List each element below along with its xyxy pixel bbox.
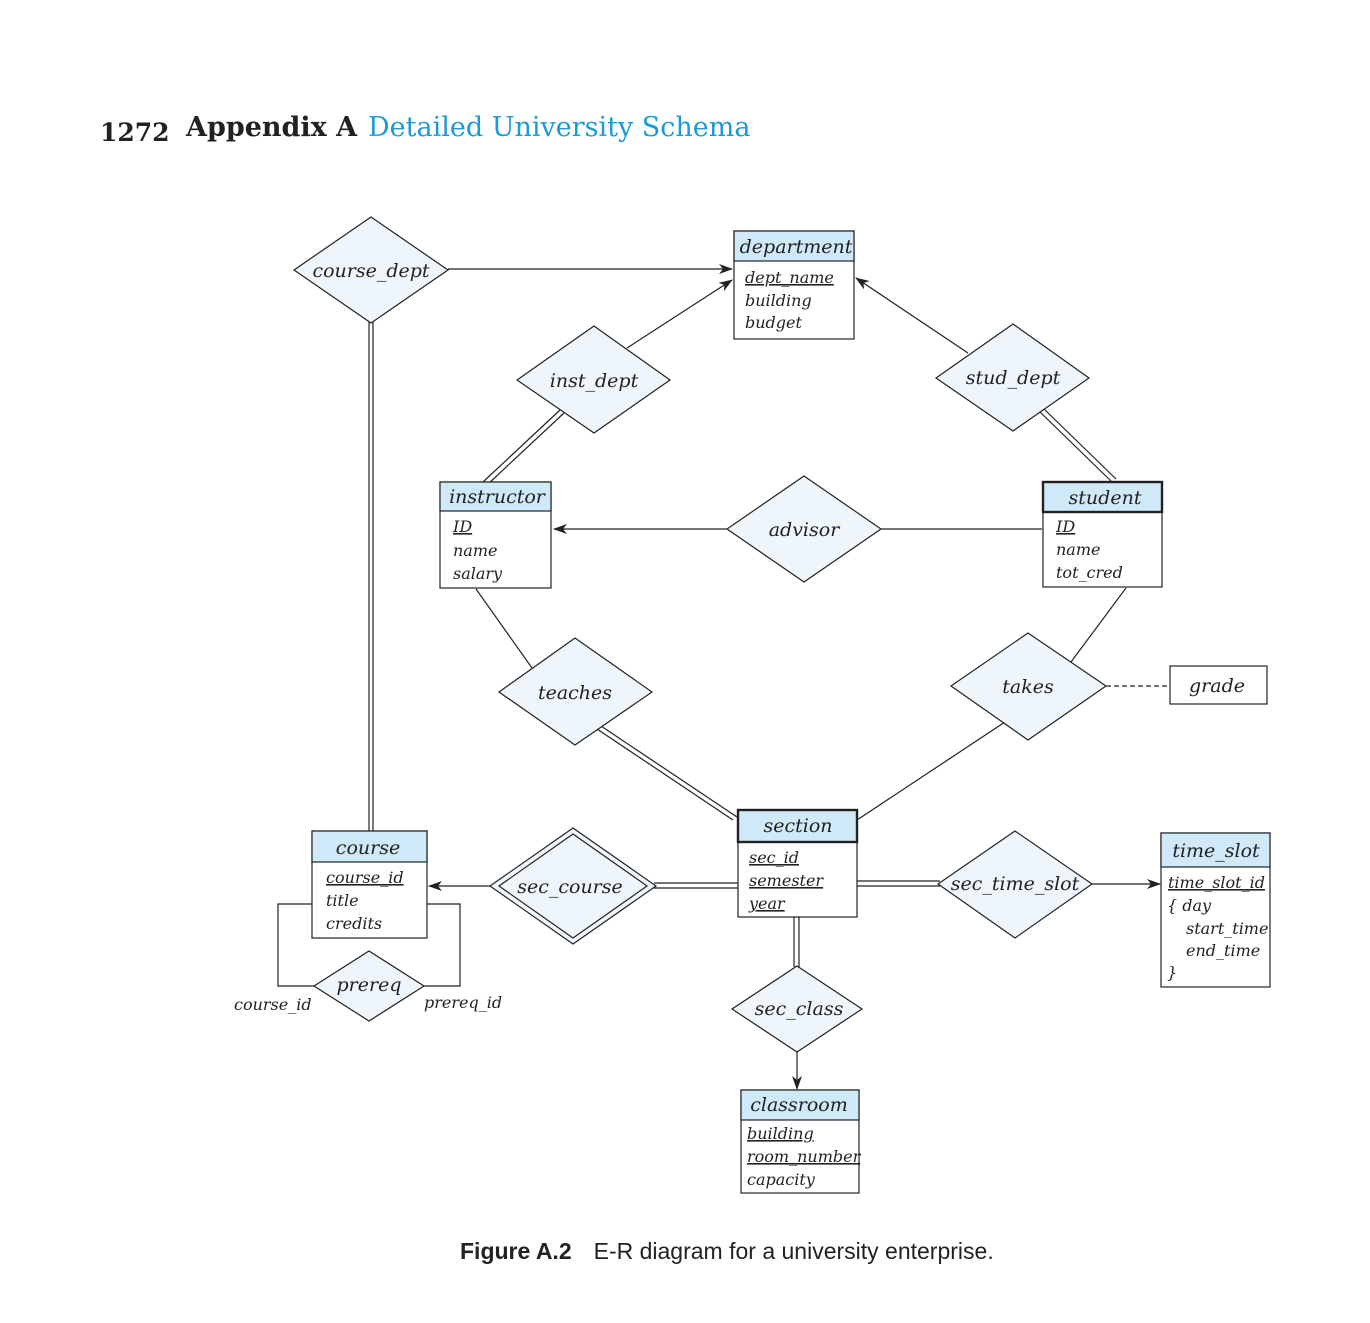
entity-attribute: ID — [1055, 517, 1075, 536]
relationship-stud-dept[interactable]: stud_dept — [934, 323, 1091, 432]
relationship-advisor[interactable]: advisor — [725, 475, 883, 583]
relationship-label: stud_dept — [966, 367, 1061, 389]
entity-attribute: dept_name — [745, 268, 834, 287]
relationship-label: sec_course — [517, 876, 623, 898]
relationship-label: teaches — [538, 682, 612, 704]
relationship-attribute-grade[interactable]: grade — [1169, 665, 1268, 705]
line-instructor-inst-dept-a — [482, 409, 561, 483]
line-inst-dept-department — [626, 279, 733, 349]
entity-attribute: sec_id — [749, 848, 799, 867]
line-teaches-section-b — [600, 725, 738, 818]
line-prereq-course-right — [423, 903, 461, 987]
entity-title: section — [763, 815, 832, 837]
entity-attribute: building — [747, 1124, 814, 1143]
relationship-prereq[interactable]: prereq — [312, 950, 426, 1022]
relationship-label: sec_class — [755, 998, 844, 1020]
figure-caption: Figure A.2 E-R diagram for a university e… — [460, 1238, 994, 1265]
relationship-label: advisor — [769, 519, 841, 541]
attribute-label: grade — [1189, 675, 1245, 697]
relationship-sec-class[interactable]: sec_class — [730, 965, 864, 1053]
relationship-sec-course[interactable]: sec_course — [488, 827, 658, 945]
line-stud-dept-student-a — [1039, 411, 1113, 483]
role-label-right: prereq_id — [424, 993, 502, 1012]
line-stud-dept-department — [855, 277, 969, 354]
entity-instructor[interactable]: instructor ID name salary — [439, 481, 552, 589]
entity-course[interactable]: course course_id title credits — [311, 830, 428, 939]
entity-student[interactable]: student ID name tot_cred — [1041, 480, 1164, 588]
entity-attribute: title — [326, 891, 359, 910]
relationship-takes[interactable]: takes — [949, 632, 1108, 741]
line-teaches-section-a — [596, 728, 734, 821]
entity-attribute: tot_cred — [1056, 563, 1123, 582]
relationship-teaches[interactable]: teaches — [497, 637, 654, 746]
role-label-left: course_id — [234, 995, 312, 1014]
entity-time-slot[interactable]: time_slot time_slot_id { day start_time … — [1160, 832, 1271, 988]
relationship-sec-time-slot[interactable]: sec_time_slot — [936, 830, 1094, 939]
entity-attribute: name — [453, 541, 497, 560]
chapter-title: Detailed University Schema — [368, 112, 751, 143]
line-prereq-course-left — [277, 903, 315, 987]
entity-title: classroom — [750, 1094, 848, 1116]
caption-text: E-R diagram for a university enterprise. — [593, 1238, 994, 1264]
appendix-label: Appendix A — [186, 112, 358, 143]
entity-title: course — [336, 837, 400, 859]
entity-attribute: } — [1167, 963, 1177, 982]
entity-attribute: time_slot_id — [1168, 873, 1265, 892]
relationship-course-dept[interactable]: course_dept — [292, 216, 450, 324]
line-student-takes — [1070, 587, 1127, 663]
entity-title: time_slot — [1172, 840, 1260, 862]
relationship-label: sec_time_slot — [951, 873, 1080, 895]
entity-classroom[interactable]: classroom building room_number capacity — [740, 1089, 862, 1194]
entity-attribute: building — [745, 291, 812, 310]
entity-attribute: budget — [745, 313, 803, 332]
entity-attribute: capacity — [747, 1170, 816, 1189]
relationship-label: inst_dept — [550, 370, 639, 392]
entity-title: student — [1069, 487, 1142, 509]
entity-attribute: room_number — [747, 1147, 862, 1166]
entity-attribute: course_id — [326, 868, 404, 887]
entity-attribute: end_time — [1186, 941, 1260, 960]
caption-label: Figure A.2 — [460, 1238, 572, 1264]
entity-title: department — [740, 236, 853, 258]
relationship-label: course_dept — [312, 260, 429, 282]
relationship-label: takes — [1002, 676, 1054, 698]
entity-department[interactable]: department dept_name building budget — [733, 230, 855, 340]
page-number: 1272 — [100, 118, 170, 147]
entity-attribute: name — [1056, 540, 1100, 559]
relationship-inst-dept[interactable]: inst_dept — [515, 325, 672, 434]
line-instructor-teaches — [475, 588, 533, 669]
entity-title: instructor — [449, 486, 547, 508]
entity-attribute: start_time — [1186, 919, 1268, 938]
entity-attribute: ID — [452, 517, 472, 536]
entity-attribute: year — [748, 894, 786, 913]
line-instructor-inst-dept-b — [486, 412, 565, 486]
connectors — [277, 264, 1170, 1090]
entity-attribute: semester — [749, 871, 824, 890]
line-stud-dept-student-b — [1043, 408, 1117, 480]
entity-attribute: { day — [1167, 896, 1212, 915]
relationship-label: prereq — [337, 974, 402, 996]
line-takes-section — [856, 721, 1006, 821]
entity-attribute: salary — [453, 564, 503, 583]
entity-section[interactable]: section sec_id semester year — [736, 808, 859, 918]
entity-attribute: credits — [326, 914, 382, 933]
